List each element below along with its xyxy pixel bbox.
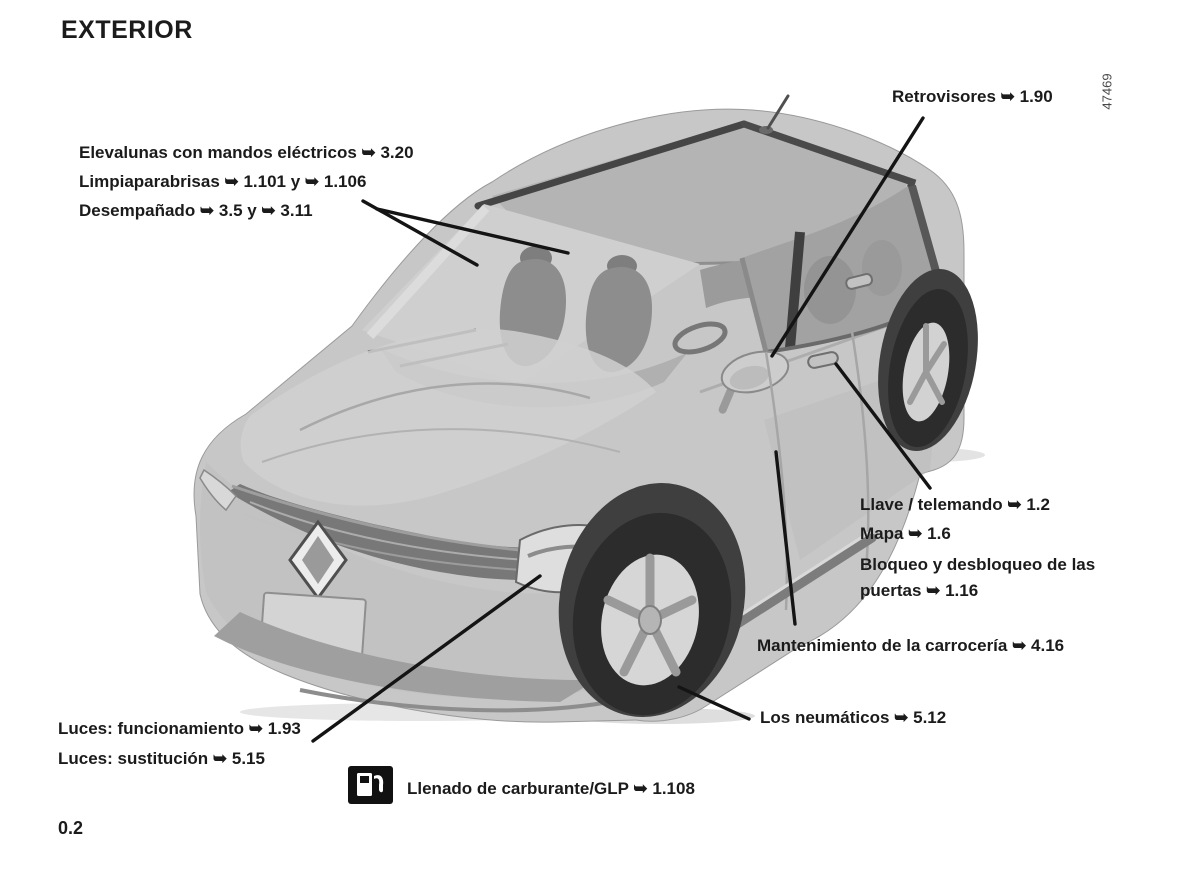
callout-label-llave-telemando: Llave / telemando ➥ 1.2	[860, 495, 1050, 514]
callout-label-limpiaparabrisas: Limpiaparabrisas ➥ 1.101 y ➥ 1.106	[79, 172, 367, 191]
callout-label-retrovisores: Retrovisores ➥ 1.90	[892, 87, 1053, 106]
left-headlight	[199, 468, 237, 512]
page-number: 0.2	[58, 818, 84, 838]
callout-lines	[311, 116, 932, 743]
callout-line-limpiaparabrisas	[375, 207, 570, 255]
hood	[240, 328, 656, 506]
callout-label-luces-funcionamiento: Luces: funcionamiento ➥ 1.93	[58, 719, 301, 738]
doors	[764, 273, 874, 611]
callout-label-neumaticos: Los neumáticos ➥ 5.12	[760, 708, 947, 727]
rear-wheel	[878, 269, 978, 451]
grille	[228, 484, 598, 580]
rear-door-handle	[845, 273, 874, 290]
callout-line-mantenimiento	[774, 450, 797, 626]
front-door-handle	[807, 351, 839, 369]
callout-line-llave	[834, 362, 932, 490]
front-wheel	[558, 483, 746, 717]
callout-label-mapa: Mapa ➥ 1.6	[860, 524, 951, 543]
page-title: EXTERIOR	[61, 16, 193, 44]
car-body	[193, 94, 978, 723]
callout-label-llenado-carburante: Llenado de carburante/GLP ➥ 1.108	[407, 779, 695, 798]
callout-line-neumaticos	[677, 685, 751, 721]
callout-label-mantenimiento: Mantenimiento de la carrocería ➥ 4.16	[757, 636, 1065, 655]
callout-label-bloqueo-puertas: Bloqueo y desbloqueo de las puertas ➥ 1.…	[860, 555, 1096, 600]
callout-label-luces-sustitucion: Luces: sustitución ➥ 5.15	[58, 749, 265, 768]
callout-label-desempanado: Desempañado ➥ 3.5 y ➥ 3.11	[79, 201, 313, 220]
antenna	[759, 94, 790, 134]
callout-line-retrovisores	[770, 116, 925, 358]
callout-line-luces	[311, 574, 542, 743]
fuel-pump-icon	[348, 766, 393, 809]
callout-label-elevalunas: Elevalunas con mandos eléctricos ➥ 3.20	[79, 143, 414, 162]
